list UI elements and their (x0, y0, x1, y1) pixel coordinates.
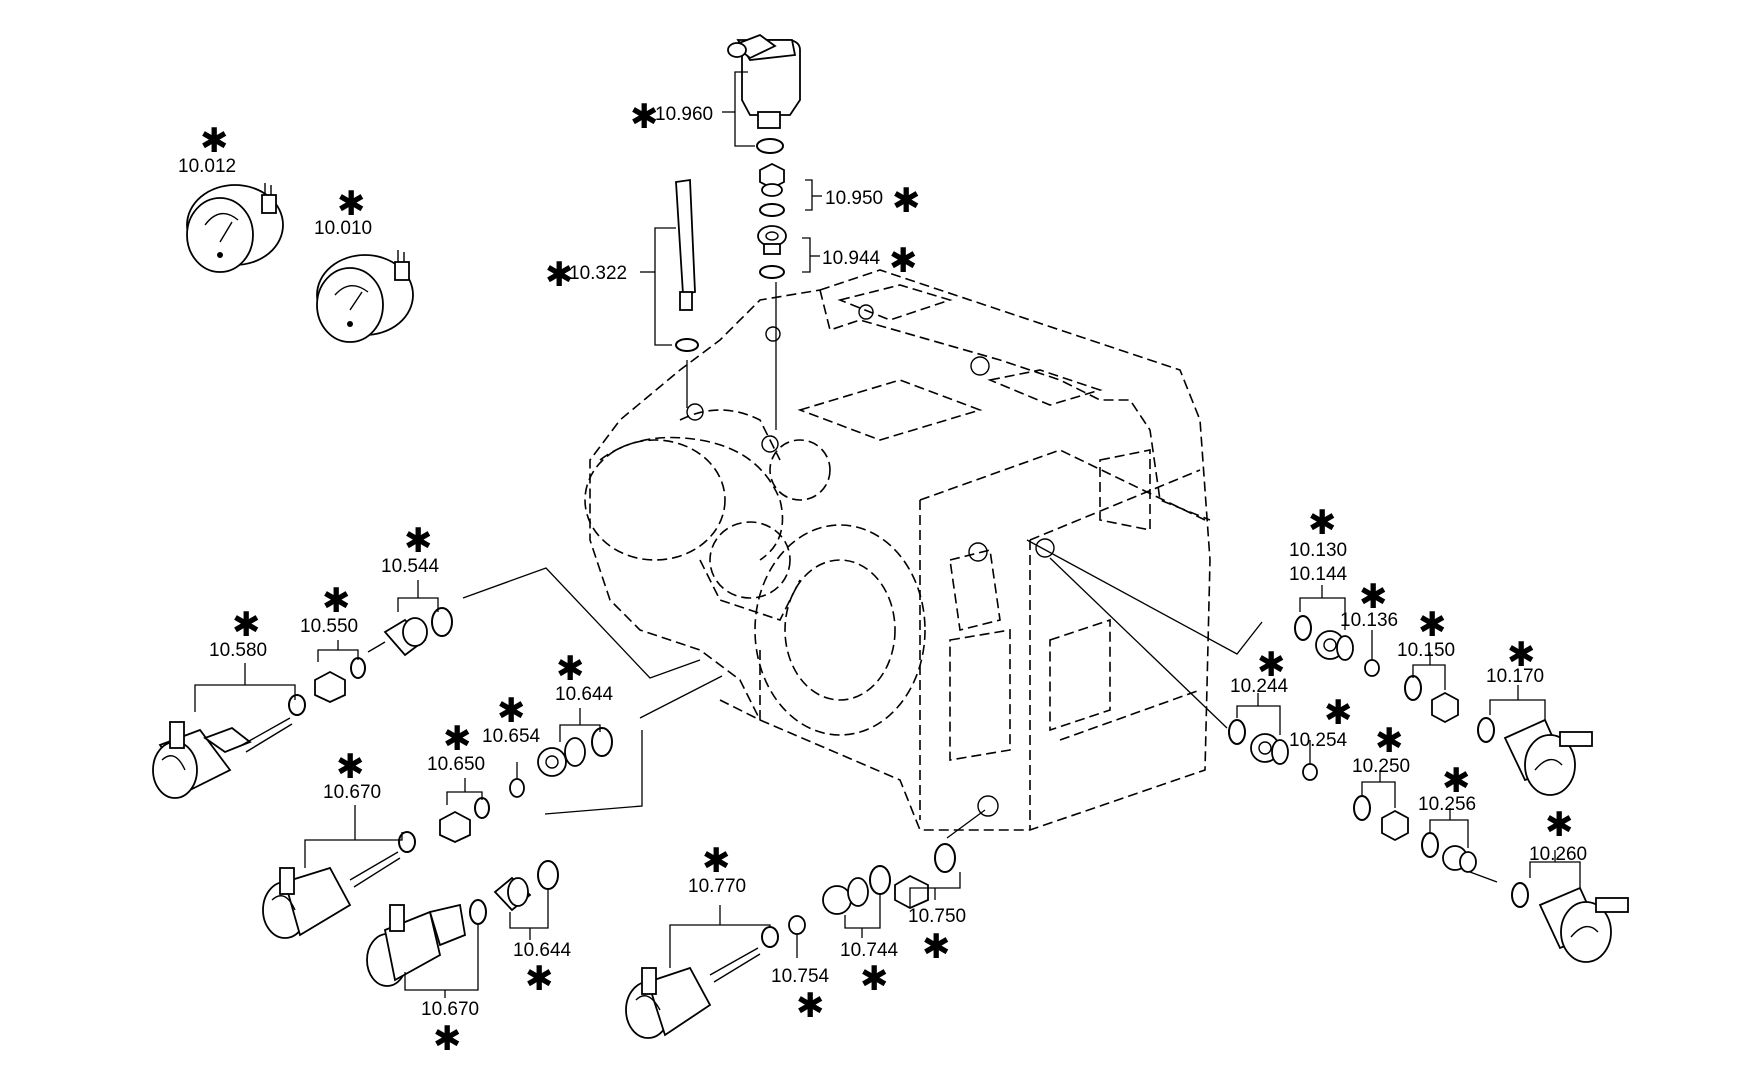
label-10650: 10.650 (427, 754, 485, 775)
plug-10150 (1404, 652, 1459, 724)
label-10010: 10.010 (314, 218, 372, 239)
label-10550: 10.550 (300, 616, 358, 637)
sensor-10770 (625, 905, 779, 1039)
plug-10250 (1353, 770, 1409, 842)
label-10254: 10.254 (1289, 730, 1348, 751)
marker-star: ✱ (1375, 721, 1404, 761)
marker-star: ✱ (1418, 605, 1447, 645)
marker-star: ✱ (232, 605, 261, 645)
adapter-10644a (537, 708, 613, 777)
label-10260: 10.260 (1529, 844, 1587, 865)
marker-star: ✱ (497, 691, 526, 731)
adapter-10544 (367, 580, 453, 657)
marker-star: ✱ (860, 959, 889, 999)
marker-star: ✱ (525, 959, 554, 999)
label-10754: 10.754 (771, 966, 830, 987)
gauge-10012 (186, 183, 284, 273)
marker-star: ✱ (1359, 577, 1388, 617)
marker-star: ✱ (322, 581, 351, 621)
filter-10754 (788, 915, 806, 958)
marker-star: ✱ (1507, 635, 1536, 675)
label-10170: 10.170 (1486, 666, 1544, 687)
marker-star: ✱ (337, 184, 366, 224)
dipstick-10322 (640, 178, 699, 352)
label-10256: 10.256 (1418, 794, 1476, 815)
adapter-10256 (1421, 808, 1477, 873)
marker-star: ✱ (200, 121, 229, 161)
sensor-10670a (262, 805, 416, 939)
marker-star: ✱ (545, 255, 574, 295)
adapter-10244 (1228, 693, 1289, 765)
sensor-10170 (1477, 685, 1593, 796)
label-10250: 10.250 (1352, 756, 1410, 777)
plug-10944 (757, 225, 820, 279)
label-10144: 10.144 (1289, 564, 1348, 585)
adapter-10744 (822, 865, 891, 938)
marker-star: ✱ (1545, 805, 1574, 845)
label-10012: 10.012 (178, 156, 236, 177)
label-10130: 10.130 (1289, 540, 1347, 561)
filter-10654 (509, 762, 525, 798)
marker-star: ✱ (1257, 645, 1286, 685)
label-10950: 10.950 (825, 188, 883, 209)
label-10322: 10.322 (569, 263, 627, 284)
label-10744: 10.744 (840, 940, 899, 961)
label-10544: 10.544 (381, 556, 440, 577)
gauge-10010 (316, 250, 414, 343)
plug-10650 (439, 778, 490, 843)
leader-lines (462, 282, 1498, 883)
marker-star: ✱ (336, 747, 365, 787)
label-10644a: 10.644 (555, 684, 614, 705)
marker-star: ✱ (922, 927, 951, 967)
marker-star: ✱ (630, 97, 659, 137)
sensor-10260 (1511, 850, 1629, 963)
adapter-10644b (493, 860, 559, 940)
sensor-10670b (366, 899, 487, 998)
label-10670a: 10.670 (323, 782, 381, 803)
marker-star: ✱ (1442, 761, 1471, 801)
plug-10550 (314, 640, 366, 703)
label-10580: 10.580 (209, 640, 267, 661)
label-10654: 10.654 (482, 726, 541, 747)
label-10944: 10.944 (822, 248, 881, 269)
adapter-10144 (1294, 585, 1354, 661)
filter-10254 (1302, 740, 1318, 781)
marker-star: ✱ (892, 181, 921, 221)
marker-star: ✱ (404, 521, 433, 561)
pressure-valve-10960 (722, 33, 801, 154)
marker-star: ✱ (433, 1019, 462, 1059)
marker-star: ✱ (796, 986, 825, 1026)
marker-star: ✱ (702, 841, 731, 881)
label-10670b: 10.670 (421, 999, 479, 1020)
callout-labels: ✱ 10.012 ✱ 10.010 ✱ 10.960 10.950 ✱ 10.9… (178, 97, 1587, 1059)
plug-10950 (759, 162, 822, 217)
label-10960: 10.960 (655, 104, 713, 125)
label-10644b: 10.644 (513, 940, 572, 961)
marker-star: ✱ (556, 649, 585, 689)
marker-star: ✱ (1324, 693, 1353, 733)
label-10150: 10.150 (1397, 640, 1455, 661)
gearbox-housing (584, 269, 1211, 831)
label-10750: 10.750 (908, 906, 966, 927)
sensor-10580 (152, 663, 306, 799)
label-10136: 10.136 (1340, 610, 1398, 631)
marker-star: ✱ (443, 719, 472, 759)
label-10244: 10.244 (1230, 676, 1289, 697)
marker-star: ✱ (889, 241, 918, 281)
filter-10136 (1364, 630, 1380, 677)
marker-star: ✱ (1308, 503, 1337, 543)
label-10770: 10.770 (688, 876, 746, 897)
plug-10750 (894, 843, 961, 910)
